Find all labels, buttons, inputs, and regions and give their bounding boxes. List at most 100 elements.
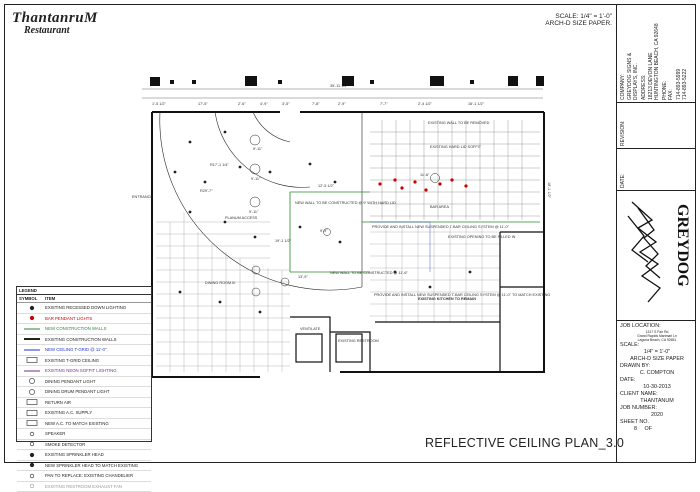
legend-symbol-icon [19,420,45,426]
label-dim-mid-2: 13'-9" [298,275,308,279]
legend-item-label: BAR PENDANT LIGHTS [45,316,149,321]
legend-row: BAR PENDANT LIGHTS [17,314,151,325]
legend-row: EXISTING A.C. SUPPLY [17,408,151,419]
dim-top-2: 17'-5" [198,102,208,106]
label-existing-restroom: EXISTING RESTROOM [338,339,379,343]
brand-text: GREYDOG [674,204,691,287]
structural-columns [150,76,544,86]
job-drawn-label: DRAWN BY: [620,363,694,370]
dim-top-4: 4'-9" [260,102,268,106]
legend-row: NEW CEILING T-GRID @ 11'-0" [17,345,151,356]
greydog-brand: GREYDOG [618,192,694,318]
legend-item-label: EXISTING A.C. SUPPLY [45,410,149,415]
dim-top-6: 7'-8" [312,102,320,106]
legend-item-label: NEW CEILING T-GRID @ 11'-0" [45,347,149,352]
legend-symbol-icon [19,368,45,374]
scale-note-line-1: SCALE: 1/4" = 1'-0" [540,13,612,20]
company-label: COMPANY: [620,8,626,100]
legend-row: SMOKE DETECTOR [17,440,151,451]
label-new-wall: NEW WALL TO BE CONSTRUCTED @ 9' WITH HAR… [295,201,396,205]
legend-title: LEGEND [17,287,151,295]
label-ventilate: VENTILATE [300,327,321,331]
dim-top-3: 2'-6" [238,102,246,106]
legend-row: NEW SPRINKLER HEAD TO MATCH EXISTING [17,461,151,472]
dim-top-10: 16'-1 1/2" [468,102,485,106]
title-block-divider-2 [616,148,696,149]
legend-symbol-icon [19,389,45,395]
label-dim-vert-1: 19'-1 1/2" [275,239,292,243]
label-dining-room: DINING ROOM III [205,281,235,285]
legend-item-label: DINING PENDANT LIGHT [45,379,149,384]
legend-item-label: NEW SPRINKLER HEAD TO MATCH EXISTING [45,463,149,468]
ceiling-grid-bar [370,120,540,220]
legend-row: PAN TO REPLACE: EXISTING CHANDELIER [17,471,151,482]
fax-number: 714-893-5222 [682,8,688,100]
label-dim-ceil-1: 9'-11" [253,147,263,151]
label-existing-openings: EXISTING OPENING TO BE FILLED IN [448,235,516,239]
interior-walls [290,232,544,372]
company-name-2: DISPLAYS, INC. [633,8,639,100]
job-number-label: JOB NUMBER: [620,405,694,412]
scale-note: SCALE: 1/4" = 1'-0" ARCH-D SIZE PAPER. [540,13,612,27]
bar-pendant-lights [378,178,467,191]
legend-row: EXISTING RECESSED DOWN LIGHTING [17,303,151,314]
label-dim-ceil-5: 9'-9" [320,229,328,233]
legend-row: EXISTING NEON SOFFIT LIGHTING [17,366,151,377]
sheet-label: SHEET NO. [620,419,694,426]
legend-symbol-icon [19,399,45,405]
legend-rows: EXISTING RECESSED DOWN LIGHTING BAR PENDA… [17,303,151,492]
dim-top-7: 2'-9" [338,102,346,106]
label-bar-area: BAR AREA [430,205,449,209]
legend-symbol-icon [19,357,45,363]
label-existing-kitchen: EXISTING KITCHEN TO REMAIN [418,297,476,301]
dim-top-1: 1'-5 1/2" [152,102,167,106]
ceiling-grid-lower [156,212,290,372]
legend-row: DINING DRUM PENDANT LIGHT [17,387,151,398]
legend-item-label: PAN TO REPLACE: EXISTING CHANDELIER [45,473,149,478]
legend-col-item: ITEM [45,296,55,301]
legend-row: SPEAKER [17,429,151,440]
legend-item-label: NEW CONSTRUCTION WALLS [45,326,149,331]
job-scale-label: SCALE: [620,342,694,349]
legend-row: NEW CONSTRUCTION WALLS [17,324,151,335]
legend-item-label: EXISTING T-GRID CEILING [45,358,149,363]
legend-symbol-icon [19,452,45,458]
floor-plan: 35'-11 1/4" 1'-5 1/2" 17'-5" 2'-6" 4'-9"… [130,72,570,392]
legend-item-label: EXISTING NEON SOFFIT LIGHTING [45,368,149,373]
title-block-divider-3 [616,190,696,191]
date-label-rev: DATE: [620,152,626,188]
legend-symbol-icon [19,473,45,479]
job-paper: ARCH-D SIZE PAPER [620,356,694,363]
title-block-divider-4 [616,320,696,321]
greydog-wolf-icon [628,202,660,302]
legend-box: LEGEND SYMBOL ITEM EXISTING RECESSED DOW… [16,286,152,442]
label-dim-mid: 12'-5 1/2" [318,184,335,188]
legend-symbol-icon [19,441,45,447]
legend-row: EXISTING CONSTRUCTION WALLS [17,335,151,346]
legend-row: RETURN AIR [17,398,151,409]
legend-symbol-icon [19,431,45,437]
legend-item-label: SPEAKER [45,431,149,436]
sheet-number: 8 OF [620,426,694,433]
job-client-label: CLIENT NAME: [620,391,694,398]
job-location-label: JOB LOCATION: [620,323,694,330]
label-planum-access: PLANUM ACCESS [225,216,258,220]
legend-header: SYMBOL ITEM [17,295,151,303]
legend-symbol-icon [19,305,45,311]
fax-label: FAX: [668,50,674,100]
legend-col-symbol: SYMBOL [19,296,45,301]
legend-item-label: DINING DRUM PENDANT LIGHT [45,389,149,394]
legend-item-label: EXISTING CONSTRUCTION WALLS [45,337,149,342]
title-block-divider-1 [616,102,696,103]
legend-row: EXISTING RESTROOM EXHAUST FAN [17,482,151,492]
legend-symbol-icon [19,410,45,416]
legend-row: EXISTING SPRINKLER HEAD [17,450,151,461]
new-ceiling-tgrid [370,222,430,272]
job-scale-value: 1/4" = 1'-0" [620,349,694,356]
sheet-of: OF [645,426,653,432]
legend-item-label: SMOKE DETECTOR [45,442,149,447]
job-date-value: 10-30-2013 [620,384,694,391]
job-client-value: THANTANUM [620,398,694,405]
legend-symbol-icon [19,326,45,332]
sheet-number-value: 8 [634,426,637,432]
